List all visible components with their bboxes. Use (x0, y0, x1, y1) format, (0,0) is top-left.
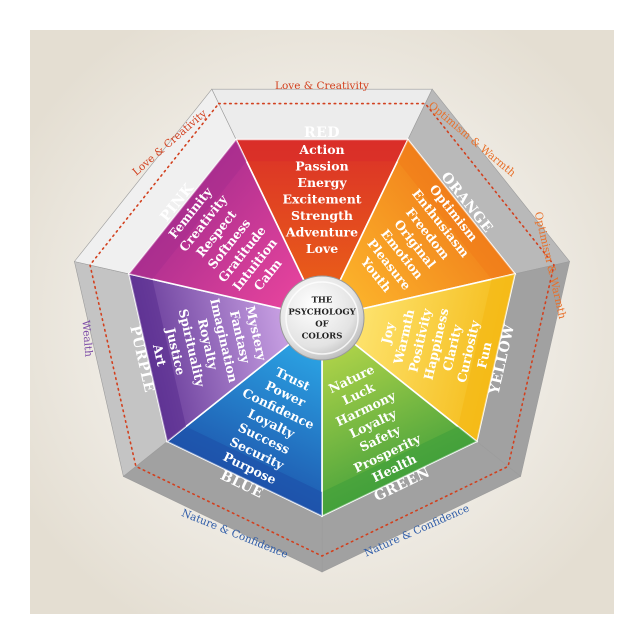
word-purple-6: Art (150, 342, 170, 368)
band-yellow (458, 273, 515, 442)
segment-orange: ORANGEOptimismEnthusiasmFreedomOriginalE… (320, 138, 517, 320)
band-orange (397, 139, 515, 280)
segment-green: GREENNatureLuckHarmonyLoyaltySafetyProsp… (321, 316, 479, 518)
word-red-5: Adventure (285, 225, 358, 240)
center-line-2: PSYCHOLOGY (288, 308, 356, 318)
word-yellow-6: Fun (474, 340, 495, 370)
word-red-4: Strength (291, 208, 353, 223)
center-badge: THE PSYCHOLOGY OF COLORS (279, 275, 365, 361)
band-green (322, 426, 477, 516)
color-wheel: REDActionPassionEnergyExcitementStrength… (126, 125, 518, 518)
band-blue (167, 426, 322, 516)
center-line-1: THE (312, 296, 333, 306)
word-red-1: Passion (295, 159, 348, 174)
word-red-3: Excitement (282, 192, 361, 207)
word-yellow-0: Joy (378, 320, 398, 346)
band-purple (129, 273, 186, 442)
segment-blue: BLUETrustPowerConfidenceLoyaltySuccessSe… (165, 316, 323, 518)
center-disc (279, 275, 365, 361)
segment-title-red: RED (304, 125, 340, 141)
center-line-4: COLORS (302, 332, 343, 342)
dotted-ring (89, 102, 555, 557)
center-line-3: OF (315, 320, 328, 330)
word-red-2: Energy (297, 175, 347, 190)
word-red-6: Love (306, 241, 338, 256)
ring-label-love-creativity-top: Love & Creativity (275, 80, 369, 92)
word-red-0: Action (298, 142, 344, 157)
ring-label-wealth: Wealth (79, 320, 94, 358)
band-pink (129, 139, 247, 280)
band-red (236, 139, 408, 162)
segment-red: REDActionPassionEnergyExcitementStrength… (234, 125, 410, 320)
octagon-rim (73, 88, 571, 573)
